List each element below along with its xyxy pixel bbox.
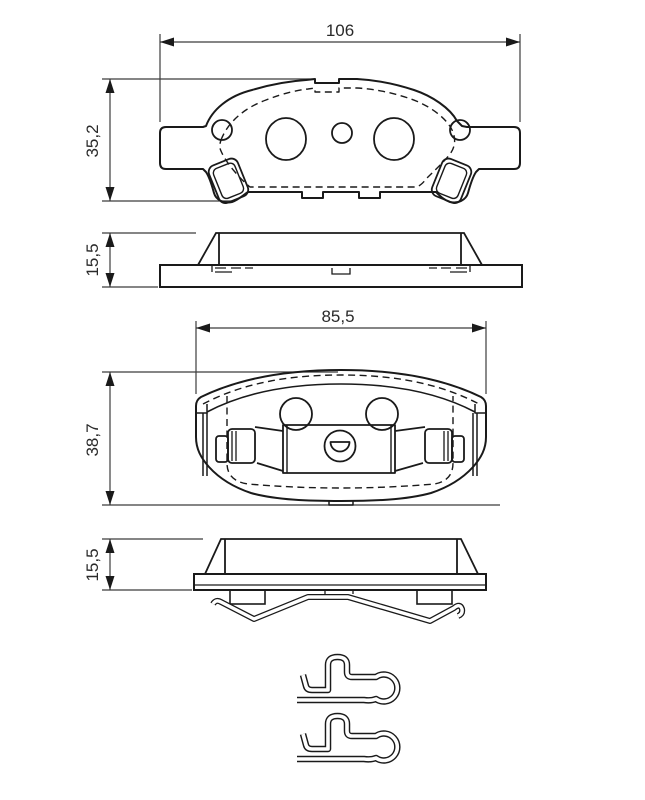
dim-label-pad1-thickness: 15,5 [83,243,102,276]
dimension-pad2-thickness: 15,5 [83,538,203,591]
extension-line [102,78,314,202]
spring-bump-right [365,397,399,431]
pad1-abutment-clip-right [430,157,473,204]
lug-left [229,589,266,605]
center-hole-ring [323,429,357,463]
hidden-detail-marks [211,266,471,275]
spring-wire-inner [211,595,464,623]
arrowhead-up [105,79,115,93]
pad1-abutment-clip-left [207,157,250,204]
backplate [159,264,523,288]
pad1-backplate-outline [159,78,521,204]
arrowhead-up [105,372,115,386]
dimension-pad2-width: 85,5 [195,307,487,394]
extension-line [102,538,203,591]
pad2-friction-outline-dashed [202,374,480,405]
arrowhead-right [506,37,520,47]
spring-bump-left [279,397,313,431]
dim-label-pad1-height: 35,2 [83,124,102,157]
clip-inner [435,162,468,200]
dimension-pad1-width: 106 [159,21,521,122]
pad2-edge-steps [202,413,478,476]
center-hole-d-shape [329,441,351,453]
extension-line [159,34,521,122]
retaining-clip-2 [297,712,401,764]
clip-crimp-left [215,435,229,463]
arrowhead-down [105,187,115,201]
arrowhead-down [105,491,115,505]
spring-center-plate [282,424,396,474]
arrowhead-down [105,273,115,287]
clip-right-detail [443,431,449,461]
clip-outer [207,157,250,204]
spring-plate-edges [286,425,392,473]
dim-label-pad2-thickness: 15,5 [83,548,102,581]
arrowhead-left [196,323,210,333]
dim-label-pad1-width: 106 [326,21,354,40]
pad2-side-view [193,538,487,624]
clip-wire-inner [297,655,400,704]
clip-left-detail [231,431,237,461]
guide-hole [373,117,415,161]
extension-line [102,232,196,288]
rivet-hole [211,119,233,141]
clip-inner [212,162,245,200]
retaining-clip-1 [297,653,401,705]
pad2-bottom-tab [328,501,354,506]
clip-crimp-right [451,435,465,463]
pad2-spring-assembly [215,397,465,474]
guide-hole [265,117,307,161]
arrowhead-right [472,323,486,333]
dimension-pad2-height: 38,7 [83,371,500,506]
arrowhead-down [105,576,115,590]
arrowhead-left [160,37,174,47]
spring-arms [254,426,426,472]
center-hole [331,122,353,144]
friction-block [204,538,479,575]
pad2-corner-tabs [196,404,486,414]
pad1-friction-outline-dashed [219,87,456,188]
center-tab-marks [324,590,354,594]
pad2-front-view [195,369,487,506]
pad1-front-view [159,78,521,204]
pad2-backplate-outline [195,369,487,502]
pad2-top-inner-arc [206,383,476,413]
rivet-hole [449,119,471,141]
friction-block [197,232,483,266]
dimension-pad1-height: 35,2 [83,78,314,202]
pad1-side-view [159,232,523,288]
dim-label-pad2-height: 38,7 [83,423,102,456]
pad1-holes [211,117,471,161]
backplate [193,573,487,591]
extension-line [195,321,487,394]
clip-wire-inner [297,714,400,763]
dim-label-pad2-width: 85,5 [321,307,354,326]
clip-outer [430,157,473,204]
anti-rattle-spring [210,594,466,624]
dimension-pad1-thickness: 15,5 [83,232,196,288]
arrowhead-up [105,233,115,247]
lug-right [416,589,453,605]
arrowhead-up [105,539,115,553]
extension-line [102,371,500,506]
